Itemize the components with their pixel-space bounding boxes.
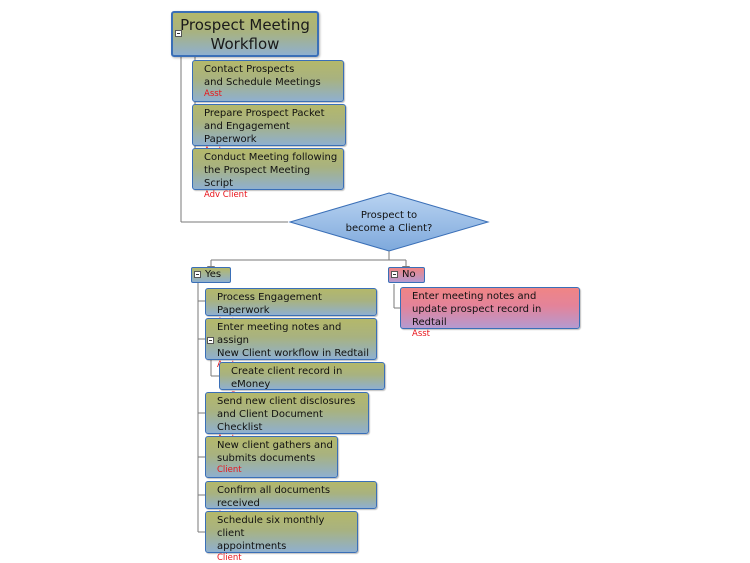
step-process-paperwork[interactable]: Process Engagement Paperwork Asst <box>205 288 377 327</box>
collapse-toggle-enter-notes[interactable] <box>207 337 214 344</box>
step-text: Prepare Prospect Packet and Engagement P… <box>204 108 325 145</box>
step-role: Asst <box>412 329 431 339</box>
step-role: Client <box>217 465 242 475</box>
step-text: Schedule six monthly client appointments <box>217 515 325 552</box>
root-title: Prospect Meeting Workflow <box>180 16 310 53</box>
step-text: Send new client disclosures and Client D… <box>217 396 356 433</box>
step-role: Asst <box>204 89 223 99</box>
step-text: New client gathers and submits documents <box>217 440 333 464</box>
step-text: Confirm all documents received <box>217 485 331 509</box>
step-role: Client <box>217 553 242 563</box>
step-create-emoney-record[interactable]: Create client record in eMoney Para <box>219 362 385 401</box>
step-text: Create client record in eMoney <box>231 366 343 390</box>
step-text: Contact Prospects and Schedule Meetings <box>204 64 321 88</box>
step-conduct-meeting[interactable]: Conduct Meeting following the Prospect M… <box>192 148 344 200</box>
step-enter-notes-assign[interactable]: Enter meeting notes and assign New Clien… <box>205 318 377 370</box>
root-node[interactable]: Prospect Meeting Workflow <box>171 11 319 57</box>
step-text: Enter meeting notes and update prospect … <box>412 291 542 328</box>
step-update-prospect-record[interactable]: Enter meeting notes and update prospect … <box>400 287 580 339</box>
collapse-toggle-yes[interactable] <box>194 271 201 278</box>
branch-yes-header[interactable]: Yes <box>191 267 231 283</box>
step-send-disclosures[interactable]: Send new client disclosures and Client D… <box>205 392 369 444</box>
step-confirm-documents[interactable]: Confirm all documents received Asst <box>205 481 377 520</box>
branch-yes-label: Yes <box>205 269 222 280</box>
step-text: Process Engagement Paperwork <box>217 292 322 316</box>
step-contact-prospects[interactable]: Contact Prospects and Schedule Meetings … <box>192 60 344 102</box>
decision-diamond[interactable] <box>288 192 490 252</box>
step-text: Enter meeting notes and assign New Clien… <box>217 322 369 359</box>
step-text: Conduct Meeting following the Prospect M… <box>204 152 338 189</box>
step-role: Adv Client <box>204 190 248 200</box>
branch-no-label: No <box>402 269 416 280</box>
step-schedule-appointments[interactable]: Schedule six monthly client appointments… <box>205 511 358 563</box>
collapse-toggle-no[interactable] <box>391 271 398 278</box>
step-client-gathers-docs[interactable]: New client gathers and submits documents… <box>205 436 338 478</box>
step-prepare-packet[interactable]: Prepare Prospect Packet and Engagement P… <box>192 104 346 156</box>
decision-label: Prospect to become a Client? <box>345 210 433 234</box>
collapse-toggle-root[interactable] <box>175 30 182 37</box>
